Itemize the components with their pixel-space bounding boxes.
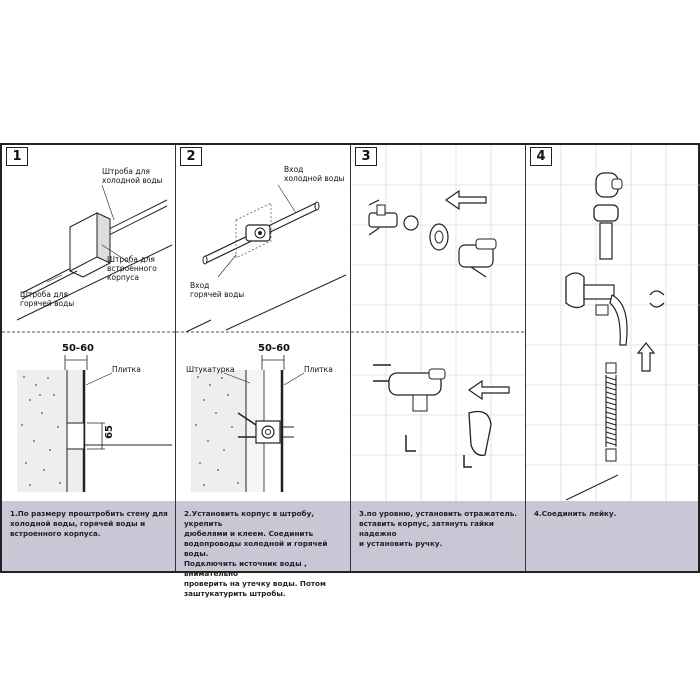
cold-inlet-label: Вход холодной воды <box>284 165 345 183</box>
step-2-number: 2 <box>180 147 202 166</box>
step-3-reflector-assembly-drawing <box>351 145 526 505</box>
body-channel-label: Штроба для встроенного корпуса <box>107 255 157 282</box>
step-2-tile-label: Плитка <box>304 365 333 374</box>
step-1-wall-channel-drawing <box>2 184 177 492</box>
step-2-body-install-drawing <box>176 184 351 492</box>
plaster-label: Штукатурка <box>186 365 235 374</box>
step-1-description-box: 1.По размеру проштробить стену для холод… <box>2 501 175 571</box>
step-4-panel: 4 <box>525 145 700 571</box>
step-1-panel: 1 <box>0 145 177 571</box>
step-4-description: 4.Соединить лейку. <box>534 509 617 518</box>
instruction-sheet: 1 <box>0 143 700 598</box>
step-1-height-dimension: 65 <box>104 425 115 439</box>
step-2-panel: 2 <box>175 145 351 598</box>
step-3-number: 3 <box>355 147 377 166</box>
step-3-description: 3.по уровню, установить отражатель. вста… <box>359 509 517 548</box>
hot-channel-label: Штроба для горячей воды <box>20 290 75 308</box>
step-4-shower-connection-drawing <box>526 145 700 505</box>
step-2-description: 2.Установить корпус в штробу, укрепить д… <box>184 509 328 598</box>
step-3-panel: 3 <box>350 145 526 571</box>
step-1-width-dimension: 50-60 <box>62 343 94 354</box>
hot-inlet-label: Вход горячей воды <box>190 281 245 299</box>
step-1-description: 1.По размеру проштробить стену для холод… <box>10 509 168 538</box>
step-4-description-box: 4.Соединить лейку. <box>526 501 698 571</box>
step-2-width-dimension: 50-60 <box>258 343 290 354</box>
step-4-number: 4 <box>530 147 552 166</box>
step-1-number: 1 <box>6 147 28 166</box>
step-3-description-box: 3.по уровню, установить отражатель. вста… <box>351 501 525 571</box>
cold-channel-label: Штроба для холодной воды <box>102 167 163 185</box>
step-1-tile-label: Плитка <box>112 365 141 374</box>
step-2-description-box: 2.Установить корпус в штробу, укрепить д… <box>176 501 350 598</box>
